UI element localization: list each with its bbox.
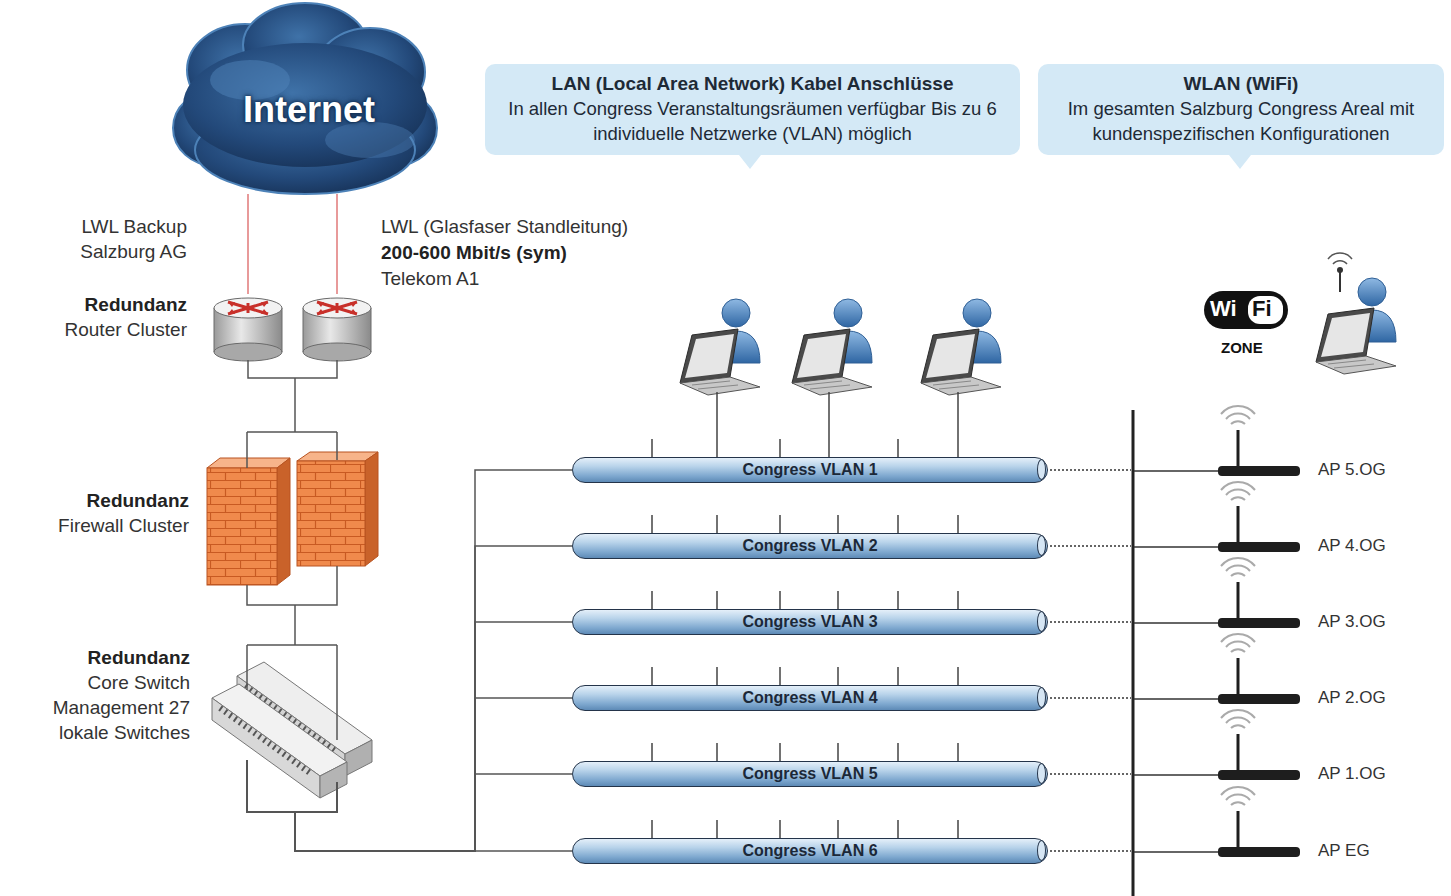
access-point-label: AP 3.OG <box>1318 610 1386 633</box>
access-point-label: AP 4.OG <box>1318 534 1386 557</box>
node-body: Router Cluster <box>0 317 187 342</box>
internet-cloud <box>173 3 437 194</box>
core-switch: RedundanzCore Switch Management 27 lokal… <box>208 655 373 800</box>
wlan-backbone <box>1132 410 1135 896</box>
node-title: Redundanz <box>28 645 190 670</box>
link-label: LWL (Glasfaser Standleitung) <box>381 214 628 239</box>
node-title: LAN (Local Area Network) Kabel Anschlüss… <box>497 71 1008 96</box>
vlan-pipe: Congress VLAN 5 <box>572 761 1048 787</box>
network-link <box>247 566 337 740</box>
wifi-logo-text: Wi <box>1210 296 1237 321</box>
network-link <box>247 470 572 851</box>
access-point-label: AP EG <box>1318 839 1370 862</box>
access-point-label: AP 5.OG <box>1318 458 1386 481</box>
firewall-icon <box>207 452 378 585</box>
network-link <box>247 546 572 851</box>
provider-label: Telekom A1 <box>381 266 479 291</box>
node-body: Im gesamten Salzburg Congress Areal mit … <box>1050 96 1432 146</box>
vlan-pipe: Congress VLAN 6 <box>572 838 1048 864</box>
network-link <box>336 194 338 294</box>
network-link <box>247 698 572 851</box>
bandwidth-label: 200-600 Mbit/s (sym) <box>381 240 567 265</box>
network-link <box>247 194 249 294</box>
wifi-logo-text: Fi <box>1252 296 1272 321</box>
vlan-pipe: Congress VLAN 3 <box>572 609 1048 635</box>
wifi-antenna <box>1328 253 1352 292</box>
caption: RedundanzCore Switch Management 27 lokal… <box>28 645 190 745</box>
internet-cloud: Internet <box>178 0 440 198</box>
network-link <box>247 760 572 851</box>
node-body: In allen Congress Veranstaltungsräumen v… <box>497 96 1008 146</box>
lan-callout: LAN (Local Area Network) Kabel Anschlüss… <box>485 64 1020 155</box>
vlan-pipe: Congress VLAN 4 <box>572 685 1048 711</box>
node-title: Internet <box>243 89 375 131</box>
node-title: WLAN (WiFi) <box>1050 71 1432 96</box>
node-title: Congress VLAN 3 <box>742 613 877 631</box>
node-title: Congress VLAN 2 <box>742 537 877 555</box>
laptop-cable <box>717 392 958 457</box>
caption: RedundanzRouter Cluster <box>0 292 187 342</box>
vlan-pipe: Congress VLAN 1 <box>572 457 1048 483</box>
access-point-label: AP 2.OG <box>1318 686 1386 709</box>
node-title: Congress VLAN 1 <box>742 461 877 479</box>
firewall-cluster: RedundanzFirewall Cluster <box>205 450 380 585</box>
node-title: Congress VLAN 6 <box>742 842 877 860</box>
node-body: Core Switch Management 27 lokale Switche… <box>28 670 190 745</box>
core-switch-icon <box>212 662 372 798</box>
access-point-label: AP 1.OG <box>1318 762 1386 785</box>
node-title: Redundanz <box>0 292 187 317</box>
wlan-callout: WLAN (WiFi)Im gesamten Salzburg Congress… <box>1038 64 1444 155</box>
network-link <box>247 360 337 468</box>
node-body: Firewall Cluster <box>0 513 189 538</box>
network-link <box>247 622 572 851</box>
network-link <box>247 760 572 851</box>
node-title: Congress VLAN 4 <box>742 689 877 707</box>
vlan-pipe: Congress VLAN 2 <box>572 533 1048 559</box>
node-title: Congress VLAN 5 <box>742 765 877 783</box>
wifi-logo <box>1204 291 1288 329</box>
caption: RedundanzFirewall Cluster <box>0 488 189 538</box>
wifi-zone-text: ZONE <box>1221 337 1263 358</box>
router-cluster: RedundanzRouter Cluster <box>215 292 372 362</box>
link-label: LWL Backup Salzburg AG <box>55 214 187 264</box>
node-title: Redundanz <box>0 488 189 513</box>
